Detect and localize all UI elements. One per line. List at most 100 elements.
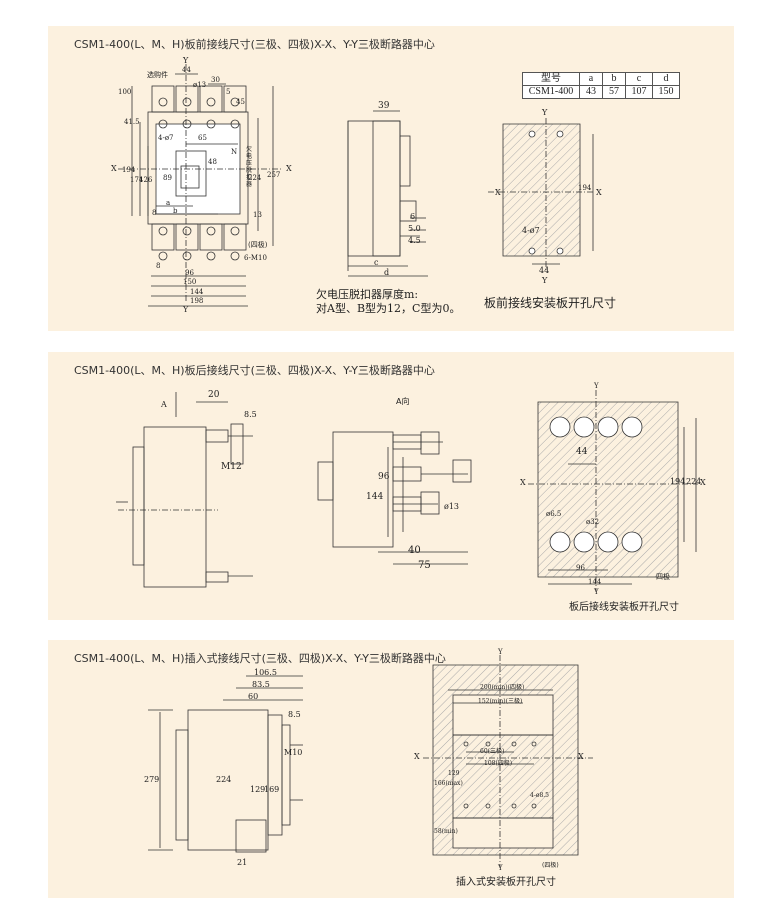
table-cell-c: 107 xyxy=(625,85,653,99)
axis-y-bottom: Y xyxy=(183,305,189,314)
mount-dim-144: 144 xyxy=(588,578,602,586)
table-header-b: b xyxy=(602,72,626,86)
mount-dim-200: 200(min)(四极) xyxy=(480,684,525,691)
mount-dim-60: 60(三极) xyxy=(480,748,505,755)
dim-257: 257 xyxy=(267,171,281,179)
dim-144: 144 xyxy=(366,492,384,502)
mount-dim-108: 108(四极) xyxy=(484,760,513,767)
mount-dim-194: 194 xyxy=(578,184,592,192)
table-cell-b: 57 xyxy=(602,85,626,99)
label-m10: M10 xyxy=(284,748,303,757)
note-line1: 欠电压脱扣器厚度m: xyxy=(316,288,419,301)
mount-axis-x-left: X xyxy=(414,752,420,761)
dim-83-5: 83.5 xyxy=(252,680,270,689)
dim-13: ø13 xyxy=(193,81,207,89)
mount-dim-4-7: 4-ø7 xyxy=(522,226,540,235)
panel-front-wiring: CSM1-400(L、M、H)板前接线尺寸(三极、四极)X-X、Y-Y三极断路器… xyxy=(48,26,734,331)
dim-40: 40 xyxy=(408,545,421,556)
axis-x-right: X xyxy=(286,164,292,173)
mount-axis-y-bottom: Y xyxy=(498,864,503,872)
mount-four-pole: (四极) xyxy=(542,862,559,869)
dim-60: 60 xyxy=(248,692,259,701)
panel-rear-wiring: CSM1-400(L、M、H)板后接线尺寸(三极、四极)X-X、Y-Y三极断路器… xyxy=(48,352,734,620)
dim-6: 6 xyxy=(410,212,416,221)
dim-a: a xyxy=(166,199,171,207)
dim-4-5: 4.5 xyxy=(408,236,421,245)
panel-title: CSM1-400(L、M、H)插入式接线尺寸(三极、四极)X-X、Y-Y三极断路… xyxy=(74,652,446,665)
panel-title: CSM1-400(L、M、H)板前接线尺寸(三极、四极)X-X、Y-Y三极断路器… xyxy=(74,38,435,51)
dim-75: 75 xyxy=(418,560,431,571)
mount-dim-152: 152(min)(三极) xyxy=(478,698,523,705)
dim-169: 169 xyxy=(264,785,280,794)
dim-4-7: 4-ø7 xyxy=(158,134,174,142)
mount-dim-44: 44 xyxy=(539,266,550,275)
axis-x-left: X xyxy=(111,164,117,173)
dim-21: 21 xyxy=(237,858,248,867)
table-header-model: 型号 xyxy=(522,72,580,86)
mount-four-pole: 四极 xyxy=(656,573,670,581)
dim-224: 224 xyxy=(248,174,262,182)
mount-axis-y-top: Y xyxy=(594,382,599,390)
dim-106-5: 106.5 xyxy=(254,668,277,677)
dim-c: c xyxy=(374,258,379,267)
mount-axis-y-bottom: Y xyxy=(542,276,548,285)
dim-8b: 8 xyxy=(156,262,161,270)
mount-axis-x-right: X xyxy=(596,188,602,197)
dim-44: 44 xyxy=(182,66,191,74)
dim-8-5: 8.5 xyxy=(288,710,301,719)
dim-96: 96 xyxy=(378,472,390,482)
dim-6-m10: 6-M10 xyxy=(244,254,267,262)
mount-dim-58: 58(min) xyxy=(434,828,458,835)
mount-caption-plugin: 插入式安装板开孔尺寸 xyxy=(456,877,556,888)
dim-65: 65 xyxy=(198,134,207,142)
label-uv-release: 欠电压脱扣器 xyxy=(246,146,253,188)
dim-100: 100 xyxy=(118,88,132,96)
axis-y-top: Y xyxy=(183,56,189,65)
mount-caption-front: 板前接线安装板开孔尺寸 xyxy=(484,296,617,310)
dim-224: 224 xyxy=(216,775,232,784)
table-cell-a: 43 xyxy=(579,85,603,99)
mount-caption-rear: 板后接线安装板开孔尺寸 xyxy=(569,602,679,613)
label-four-pole: (四极) xyxy=(248,241,268,249)
dim-150: 150 xyxy=(183,278,197,286)
dim-30: 30 xyxy=(211,76,220,84)
mount-dim-32: ø32 xyxy=(586,518,600,526)
mount-dim-224: 224 xyxy=(686,477,702,486)
plugin-view-drawing xyxy=(148,655,593,868)
table-header-d: d xyxy=(652,72,680,86)
mount-axis-y-top: Y xyxy=(542,108,548,117)
dim-174: 174 xyxy=(130,176,144,184)
table-header-a: a xyxy=(579,72,603,86)
dim-8: 8 xyxy=(152,209,157,217)
mount-axis-x-left: X xyxy=(520,478,526,487)
label-m12: M12 xyxy=(221,462,242,472)
dim-13: ø13 xyxy=(444,502,459,511)
dim-39: 39 xyxy=(378,101,390,111)
dim-48: 48 xyxy=(208,158,217,166)
label-a-view: A向 xyxy=(396,397,410,406)
dim-45: 45 xyxy=(236,98,245,106)
table-cell-model: CSM1-400 xyxy=(522,85,580,99)
label-n: N xyxy=(231,148,238,156)
spec-table: 型号 a b c d CSM1-400 43 57 107 150 xyxy=(522,72,680,99)
mount-axis-x-left: X xyxy=(495,188,501,197)
dim-194: 194 xyxy=(122,166,136,174)
panel-title: CSM1-400(L、M、H)板后接线尺寸(三极、四极)X-X、Y-Y三极断路器… xyxy=(74,364,435,377)
dim-279: 279 xyxy=(144,775,160,784)
table-header-c: c xyxy=(625,72,653,86)
dim-b: b xyxy=(173,207,178,215)
panel-plugin-wiring: CSM1-400(L、M、H)插入式接线尺寸(三极、四极)X-X、Y-Y三极断路… xyxy=(48,640,734,898)
note-line2: 对A型、B型为12，C型为0。 xyxy=(316,302,461,315)
rear-view-drawing xyxy=(116,390,698,592)
dim-5-0: 5.0 xyxy=(408,224,421,233)
mount-dim-129: 129 xyxy=(448,770,460,777)
mount-dim-6-5: ø6.5 xyxy=(546,510,562,518)
dim-8-5: 8.5 xyxy=(244,410,257,419)
dim-144: 144 xyxy=(190,288,204,296)
dim-20: 20 xyxy=(208,390,220,400)
dim-198: 198 xyxy=(190,297,204,305)
mount-axis-x-right: X xyxy=(700,478,706,487)
dim-41-5: 41.5 xyxy=(124,118,140,126)
dim-5: 5 xyxy=(226,88,231,96)
dim-96: 96 xyxy=(185,269,194,277)
